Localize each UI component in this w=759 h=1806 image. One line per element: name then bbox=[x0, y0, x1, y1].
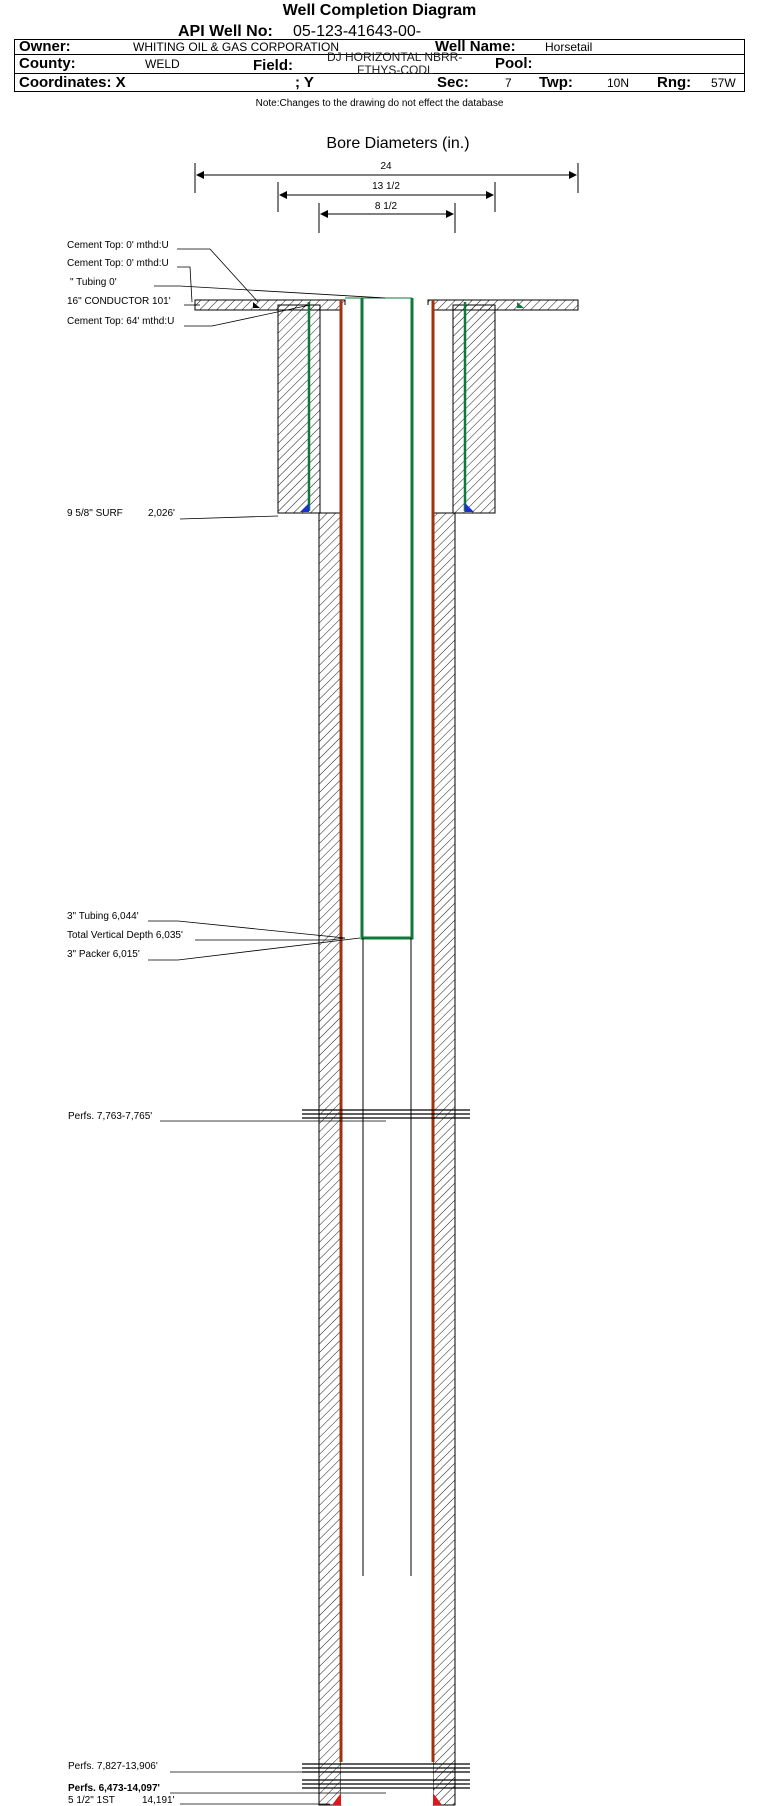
dim-8-1-2-label: 8 1/2 bbox=[375, 201, 398, 212]
sec-label: Sec: bbox=[437, 74, 469, 91]
county-value: WELD bbox=[145, 57, 180, 71]
anno-cement-top-1: Cement Top: 0' mthd:U bbox=[67, 240, 169, 251]
anno-perfs-6473: Perfs. 6,473-14,097' bbox=[68, 1783, 160, 1794]
anno-perfs-7763: Perfs. 7,763-7,765' bbox=[68, 1111, 152, 1122]
well-name-value: Horsetail bbox=[545, 40, 593, 54]
anno-perfs-7827: Perfs. 7,827-13,906' bbox=[68, 1761, 158, 1772]
bore-diameters-title: Bore Diameters (in.) bbox=[326, 135, 469, 152]
twp-value: 10N bbox=[607, 76, 630, 90]
anno-prod-casing: 5 1/2" 1ST bbox=[68, 1795, 115, 1806]
field-value-line1: DJ HORIZONTAL NBRR- bbox=[327, 50, 463, 64]
dim-8-1-2: 8 1/2 bbox=[318, 201, 456, 233]
api-well-label: API Well No: bbox=[178, 23, 273, 40]
header-row-county: County: WELD Field: DJ HORIZONTAL NBRR- … bbox=[15, 50, 744, 77]
dim-24-label: 24 bbox=[380, 161, 392, 172]
api-well-value: 05-123-41643-00- bbox=[293, 23, 422, 40]
anno-cement-top-64: Cement Top: 64' mthd:U bbox=[67, 316, 174, 327]
dim-13-1-2: 13 1/2 bbox=[277, 181, 496, 212]
perfs-6473 bbox=[302, 1779, 470, 1789]
anno-tubing-0: " Tubing 0' bbox=[70, 277, 117, 288]
conductor-shoe-right bbox=[517, 302, 524, 308]
conductor-cement-left bbox=[194, 299, 346, 311]
y-label: ; Y bbox=[295, 74, 314, 91]
anno-surf-casing: 9 5/8" SURF bbox=[67, 508, 123, 519]
tubing-string bbox=[360, 298, 414, 940]
conductor-shoe-left bbox=[253, 302, 260, 308]
database-note: Note:Changes to the drawing do not effec… bbox=[255, 98, 504, 109]
dim-13-1-2-label: 13 1/2 bbox=[372, 181, 400, 192]
conductor-cement-right bbox=[427, 299, 579, 311]
owner-label: Owner: bbox=[19, 38, 71, 55]
well-name-label: Well Name: bbox=[435, 38, 516, 55]
surface-cement-left bbox=[277, 304, 321, 514]
county-label: County: bbox=[19, 55, 76, 72]
owner-value: WHITING OIL & GAS CORPORATION bbox=[133, 40, 340, 54]
surface-shoe-right bbox=[465, 503, 474, 512]
rng-value: 57W bbox=[711, 76, 736, 90]
anno-tvd: Total Vertical Depth 6,035' bbox=[67, 930, 183, 941]
anno-packer: 3" Packer 6,015' bbox=[67, 949, 140, 960]
header-table: Owner: WHITING OIL & GAS CORPORATION Wel… bbox=[14, 39, 745, 92]
wellbore-interior bbox=[341, 305, 433, 1805]
perfs-7763 bbox=[302, 1109, 470, 1119]
anno-tubing-6044: 3" Tubing 6,044' bbox=[67, 911, 139, 922]
anno-conductor: 16" CONDUCTOR 101' bbox=[67, 296, 171, 307]
production-cement-left bbox=[318, 512, 342, 1806]
pool-label: Pool: bbox=[495, 55, 533, 72]
dim-24: 24 bbox=[194, 161, 579, 193]
coordinates-label: Coordinates: X bbox=[19, 74, 126, 91]
sec-value: 7 bbox=[505, 76, 512, 90]
production-cement-right bbox=[432, 512, 456, 1806]
page-title: Well Completion Diagram bbox=[282, 2, 477, 19]
field-label: Field: bbox=[253, 57, 293, 74]
production-shoe-right bbox=[433, 1793, 442, 1805]
anno-surf-depth: 2,026' bbox=[148, 508, 175, 519]
header-row-coordinates: Coordinates: X ; Y Sec: 7 Twp: 10N Rng: … bbox=[15, 74, 744, 91]
surface-cement-right bbox=[452, 304, 496, 514]
twp-label: Twp: bbox=[539, 74, 573, 91]
anno-prod-depth: 14,191' bbox=[142, 1795, 175, 1806]
header-row-owner: Owner: WHITING OIL & GAS CORPORATION Wel… bbox=[15, 38, 744, 55]
rng-label: Rng: bbox=[657, 74, 692, 91]
surface-shoe-left bbox=[300, 503, 309, 512]
anno-cement-top-2: Cement Top: 0' mthd:U bbox=[67, 258, 169, 269]
field-value-line2: FTHYS-CODL bbox=[357, 63, 434, 77]
production-shoe-left bbox=[332, 1793, 341, 1805]
